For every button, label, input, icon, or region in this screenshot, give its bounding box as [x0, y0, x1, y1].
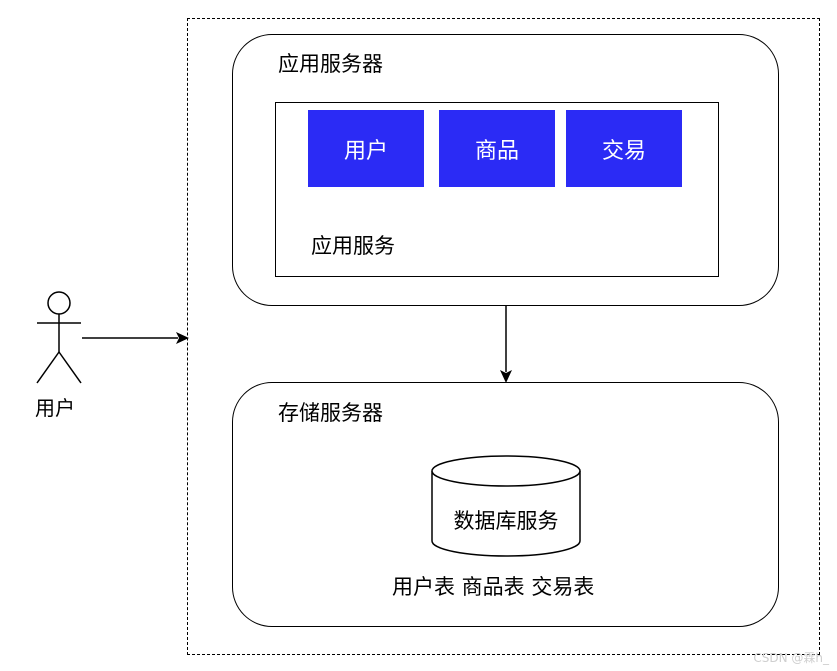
actor-arrow	[82, 332, 189, 344]
app-to-storage-arrow	[500, 306, 512, 383]
database-cylinder-icon	[431, 455, 581, 557]
app-service-label: 应用服务	[311, 234, 395, 258]
module-product[interactable]: 商品	[439, 110, 555, 187]
user-actor-icon	[36, 291, 82, 384]
module-user[interactable]: 用户	[308, 110, 424, 187]
database-label: 数据库服务	[453, 509, 559, 533]
storage-server-title: 存储服务器	[278, 401, 383, 425]
user-actor-label: 用户	[35, 396, 75, 420]
app-server-title: 应用服务器	[278, 52, 383, 76]
module-trade[interactable]: 交易	[566, 110, 682, 187]
tables-list-text: 用户表 商品表 交易表	[392, 575, 595, 599]
system-boundary	[187, 18, 820, 655]
watermark: CSDN @霖h_	[753, 651, 829, 665]
